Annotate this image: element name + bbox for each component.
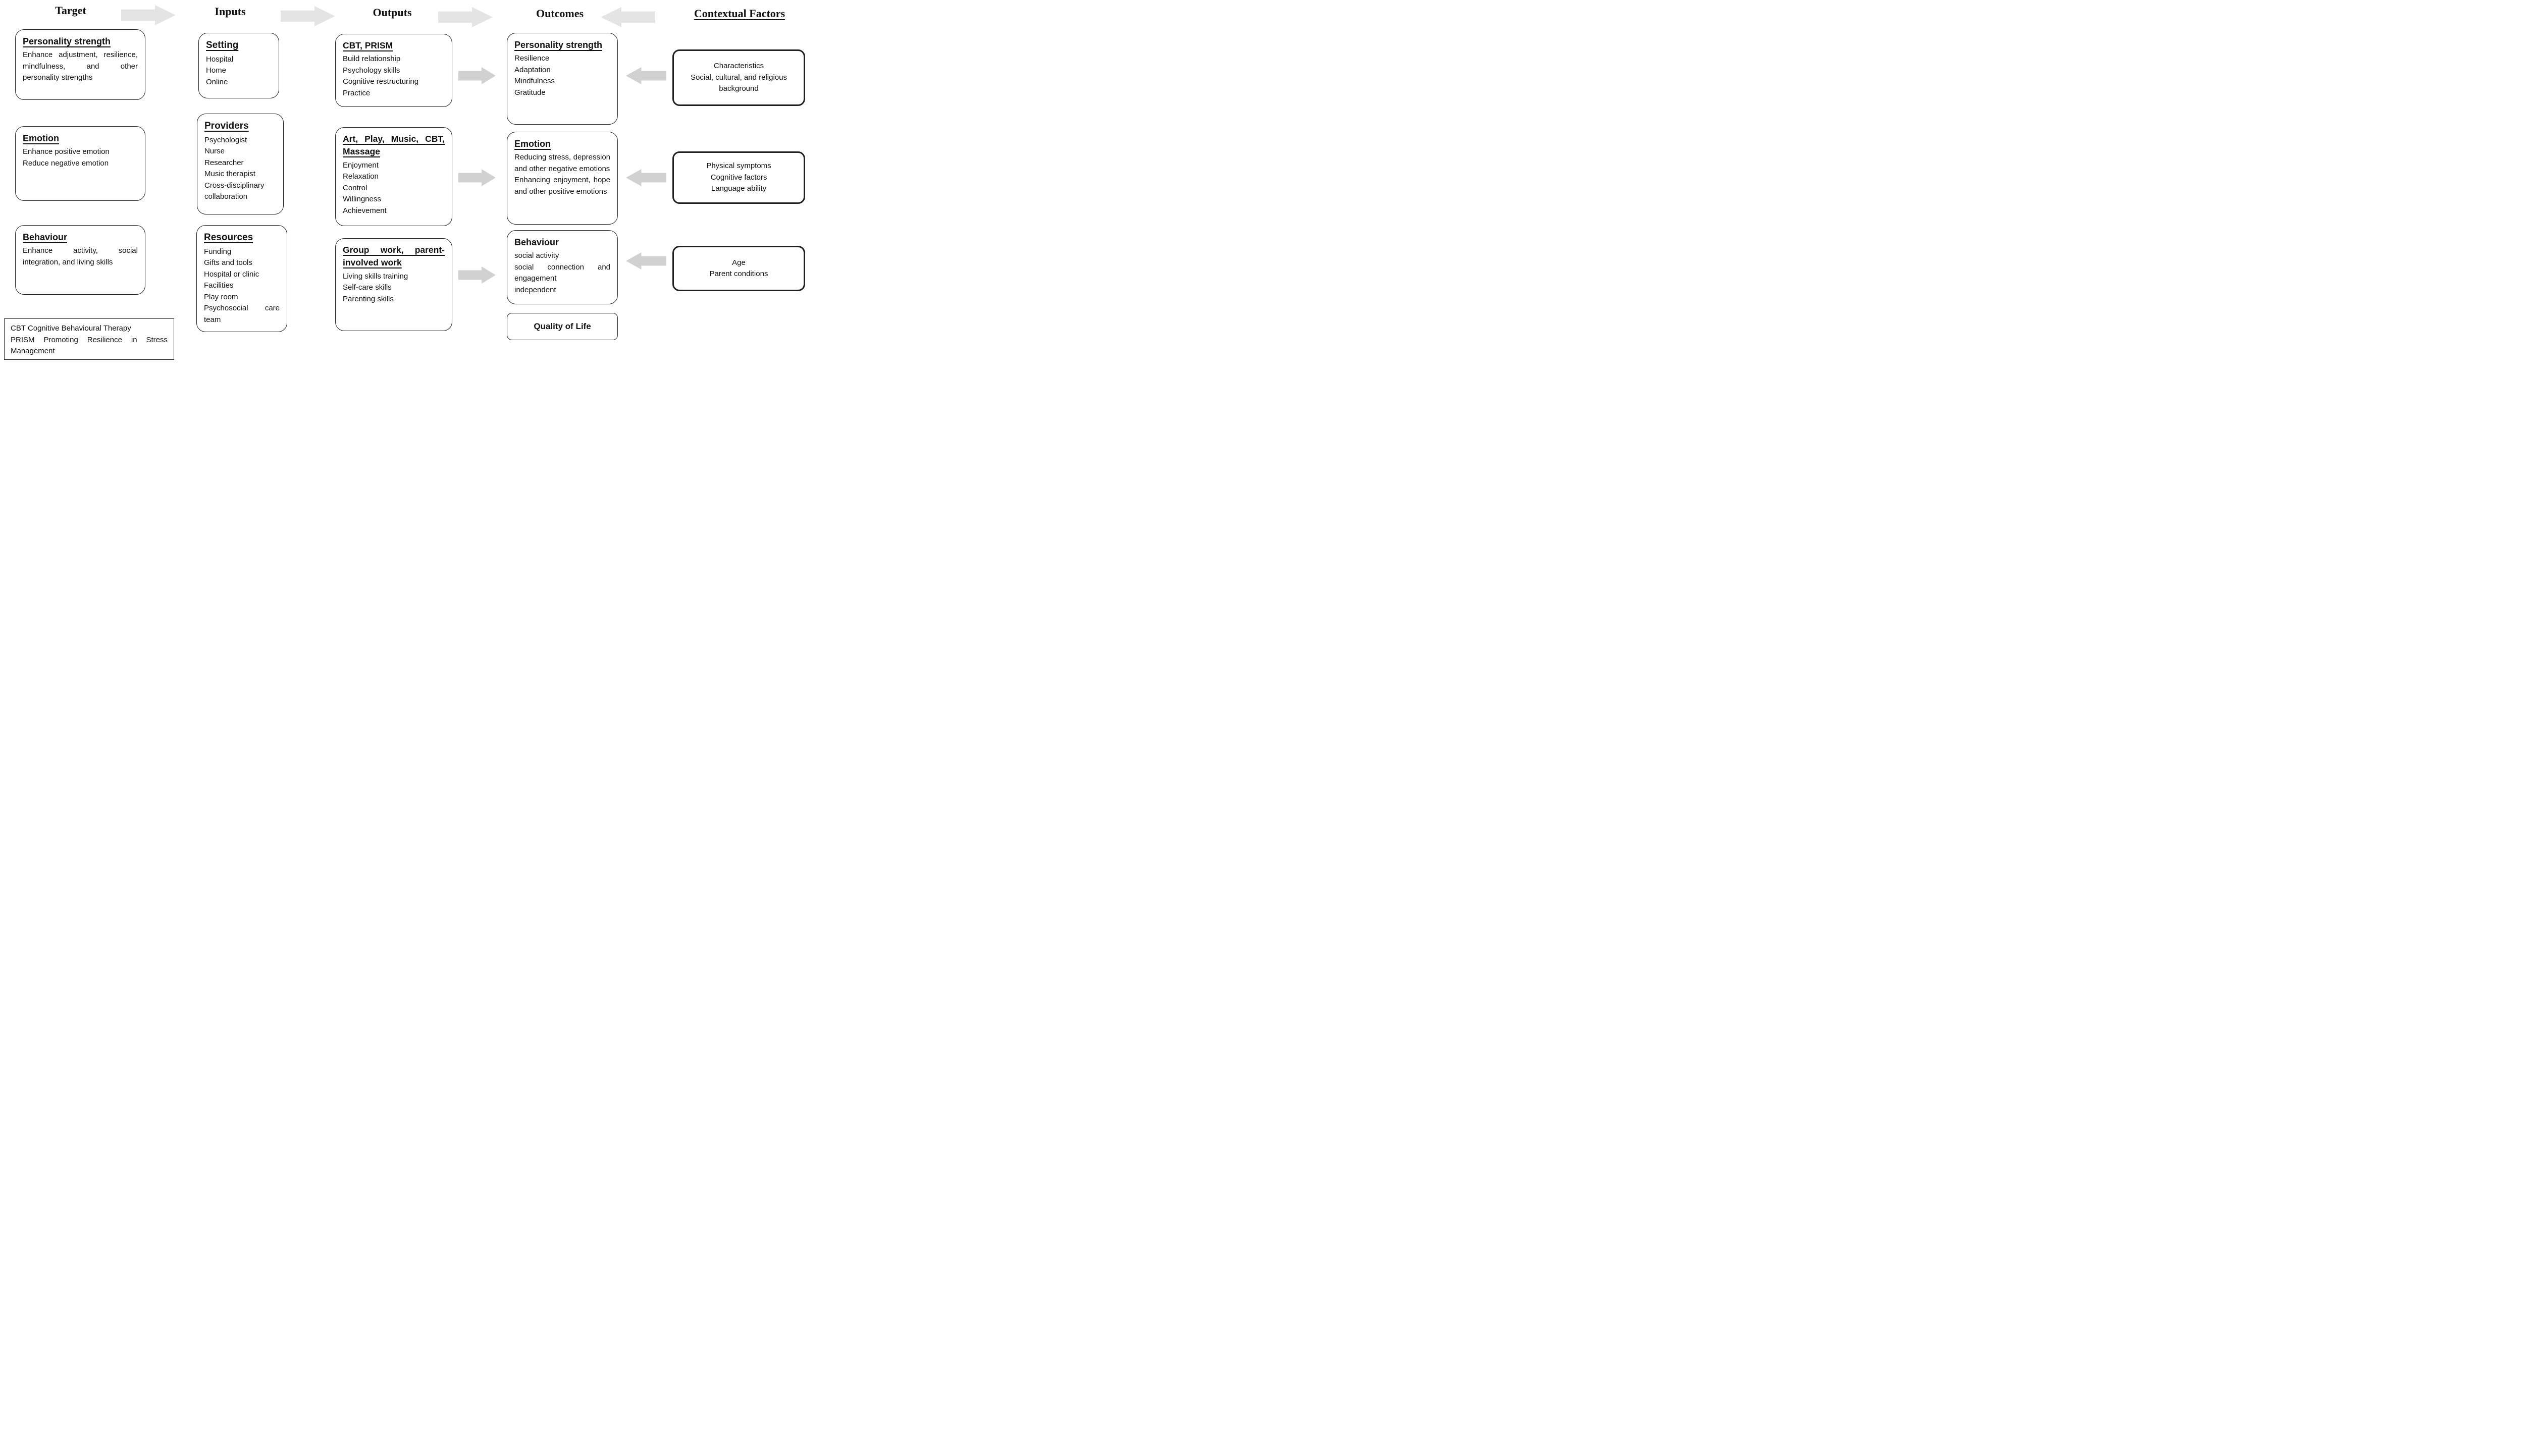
box-text: Enhance adjustment, resilience, mindfuln…: [23, 50, 138, 82]
box-title: Emotion: [514, 139, 551, 149]
box-title: Resources: [204, 232, 253, 243]
left-arrow-icon: [626, 169, 666, 186]
outcomes-emotion-box: Emotion Reducing stress, depression and …: [507, 132, 618, 225]
box-text: Reducing stress, depression and other ne…: [514, 153, 610, 196]
box-title: Art, Play, Music, CBT, Massage: [343, 134, 445, 157]
left-arrow-icon: [626, 67, 666, 84]
box-title: Group work, parent-involved work: [343, 245, 445, 268]
column-header-contextual-factors: Contextual Factors: [694, 7, 785, 20]
right-arrow-icon: [438, 7, 493, 27]
right-arrow-icon: [121, 5, 176, 25]
right-arrow-icon: [458, 67, 496, 84]
left-arrow-icon: [601, 7, 655, 27]
box-title: Behaviour: [514, 237, 559, 247]
box-title: Providers: [204, 121, 249, 131]
right-arrow-icon: [458, 266, 496, 284]
target-personality-strength-box: Personality strength Enhance adjustment,…: [15, 29, 145, 100]
left-arrow-icon: [626, 252, 666, 269]
column-header-target: Target: [55, 4, 86, 17]
box-text: Enhance activity, social integration, an…: [23, 246, 138, 266]
right-arrow-icon: [458, 169, 496, 186]
outputs-art-play-music-box: Art, Play, Music, CBT, Massage Enjoyment…: [335, 127, 452, 226]
target-behaviour-box: Behaviour Enhance activity, social integ…: [15, 225, 145, 295]
column-header-outcomes: Outcomes: [536, 7, 584, 20]
box-title: Personality strength: [514, 40, 603, 50]
box-title: Personality strength: [23, 36, 111, 46]
column-header-inputs: Inputs: [215, 5, 246, 18]
box-title: Behaviour: [23, 232, 68, 242]
outputs-group-work-box: Group work, parent-involved work Living …: [335, 238, 452, 331]
outcomes-quality-of-life-box: Quality of Life: [507, 313, 618, 340]
box-title: Emotion: [23, 133, 59, 143]
logic-model-diagram: Target Inputs Outputs Outcomes Contextua…: [0, 0, 806, 364]
box-title: CBT, PRISM: [343, 40, 393, 50]
column-header-outputs: Outputs: [373, 6, 412, 19]
box-title: Setting: [206, 40, 239, 50]
right-arrow-icon: [281, 6, 335, 26]
